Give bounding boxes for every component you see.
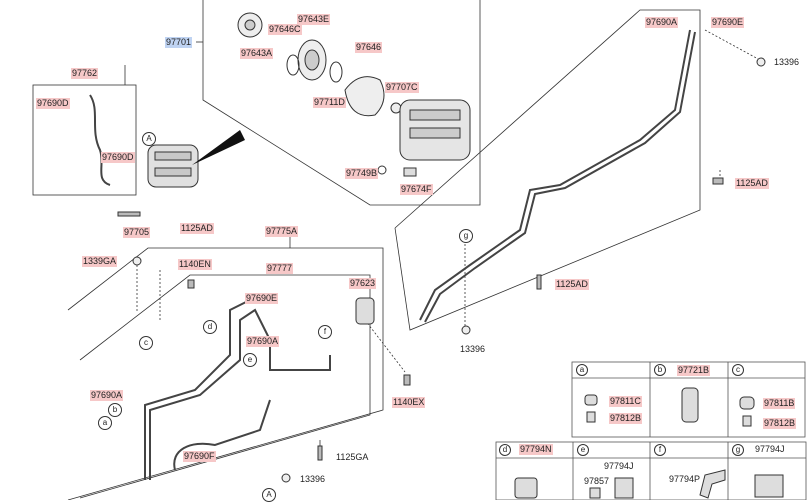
part-97794J-e [614, 477, 634, 499]
suction-line-outer-box [67, 247, 384, 500]
table-f-letter: f [654, 444, 666, 456]
part-97812B-c [742, 415, 752, 427]
suction-pipe [149, 308, 331, 480]
valve [403, 167, 417, 177]
label-97674F: 97674F [400, 184, 433, 195]
label-97643E: 97643E [297, 14, 331, 25]
suction-pipe-2 [144, 299, 251, 480]
part-97811B [739, 396, 755, 410]
label-97749B: 97749B [345, 168, 379, 179]
callout-f: f [318, 325, 332, 339]
table-c-part-2: 97812B [763, 418, 797, 429]
label-97646C: 97646C [268, 24, 302, 35]
label-97701: 97701 [165, 37, 193, 48]
label-97690D-2: 97690D [101, 152, 135, 163]
label-1140EX: 1140EX [392, 397, 426, 408]
callout-a: a [98, 416, 112, 430]
table-defg [495, 441, 807, 500]
label-97646: 97646 [355, 42, 383, 53]
part-97794P [699, 469, 726, 499]
table-e-part-2: 97857 [584, 476, 610, 486]
part-97811C [584, 394, 598, 406]
callout-g: g [459, 229, 473, 243]
snap-ring-2 [329, 61, 343, 83]
label-97690A-top: 97690A [645, 17, 679, 28]
discharge-pipe [419, 29, 691, 321]
grommet-13396-mid [461, 325, 471, 335]
part-97794J-g [754, 474, 784, 498]
label-97690E-top: 97690E [711, 17, 745, 28]
hose-97762-box [32, 84, 137, 196]
field-coil [344, 76, 385, 117]
label-97777: 97777 [266, 263, 294, 274]
label-97623: 97623 [349, 278, 377, 289]
label-97775A: 97775A [265, 226, 299, 237]
callout-e: e [243, 353, 257, 367]
compressor-assembly [147, 144, 199, 188]
liquid-pipe [173, 399, 271, 471]
callout-A-top: A [142, 132, 156, 146]
label-97690F: 97690F [183, 451, 216, 462]
o-ring [377, 165, 387, 175]
clutch-hub-inner [244, 19, 256, 31]
callout-b: b [108, 403, 122, 417]
bolt-1125AD-right [712, 177, 724, 185]
table-a-letter: a [576, 364, 588, 376]
table-d-letter: d [499, 444, 511, 456]
label-97690A-left: 97690A [90, 390, 124, 401]
label-13396-bot: 13396 [300, 474, 326, 484]
label-1125GA: 1125GA [336, 452, 369, 462]
label-1140EN: 1140EN [178, 259, 212, 270]
bolt-1125AD-mid [536, 274, 542, 290]
label-1125AD-right: 1125AD [735, 178, 769, 189]
label-97707C: 97707C [385, 82, 419, 93]
suction-line-inner-box [79, 274, 371, 499]
grommet-13396-bot [281, 473, 291, 483]
part-97812B-a [586, 411, 596, 423]
table-b-letter: b [654, 364, 666, 376]
bolt-1140EN [187, 279, 195, 289]
grommet-1339GA [132, 256, 142, 266]
part-97857 [589, 487, 601, 499]
sensor-97623 [355, 297, 375, 325]
table-c-letter: c [732, 364, 744, 376]
label-1125AD-mid: 1125AD [555, 279, 589, 290]
label-97690E-mid: 97690E [245, 293, 279, 304]
table-a-part-2: 97812B [609, 413, 643, 424]
bolt-1125GA [317, 445, 323, 461]
table-e-letter: e [577, 444, 589, 456]
table-g-part: 97794J [755, 444, 785, 454]
bolt-97705 [117, 211, 141, 217]
table-a-part-1: 97811C [609, 396, 642, 407]
table-d-part: 97794N [519, 444, 553, 455]
label-1339GA: 1339GA [82, 256, 118, 267]
discharge-line-box [394, 9, 701, 331]
part-97721B [681, 387, 699, 423]
detail-arrow [192, 130, 245, 165]
label-97690D: 97690D [36, 98, 70, 109]
table-abc [571, 361, 806, 438]
label-97711D: 97711D [313, 97, 346, 108]
label-1125AD-1: 1125AD [180, 223, 214, 234]
label-97705: 97705 [123, 227, 151, 238]
snap-ring [286, 54, 300, 76]
hose-97762 [89, 94, 111, 186]
label-97690A-mid: 97690A [246, 336, 280, 347]
table-f-part-1: 97794P [669, 474, 701, 484]
grommet-13396-top [756, 57, 766, 67]
callout-c: c [139, 336, 153, 350]
table-e-part-1: 97794J [604, 461, 634, 471]
table-c-part-1: 97811B [763, 398, 796, 409]
label-13396-mid: 13396 [460, 344, 486, 354]
label-97643A: 97643A [240, 48, 274, 59]
part-97794N [514, 477, 538, 499]
table-b-part: 97721B [677, 365, 711, 376]
label-97762: 97762 [71, 68, 99, 79]
label-13396-top: 13396 [774, 57, 800, 67]
compressor-box [202, 0, 481, 206]
table-g-letter: g [732, 444, 744, 456]
bolt-1140EX [403, 374, 411, 386]
callout-d: d [203, 320, 217, 334]
